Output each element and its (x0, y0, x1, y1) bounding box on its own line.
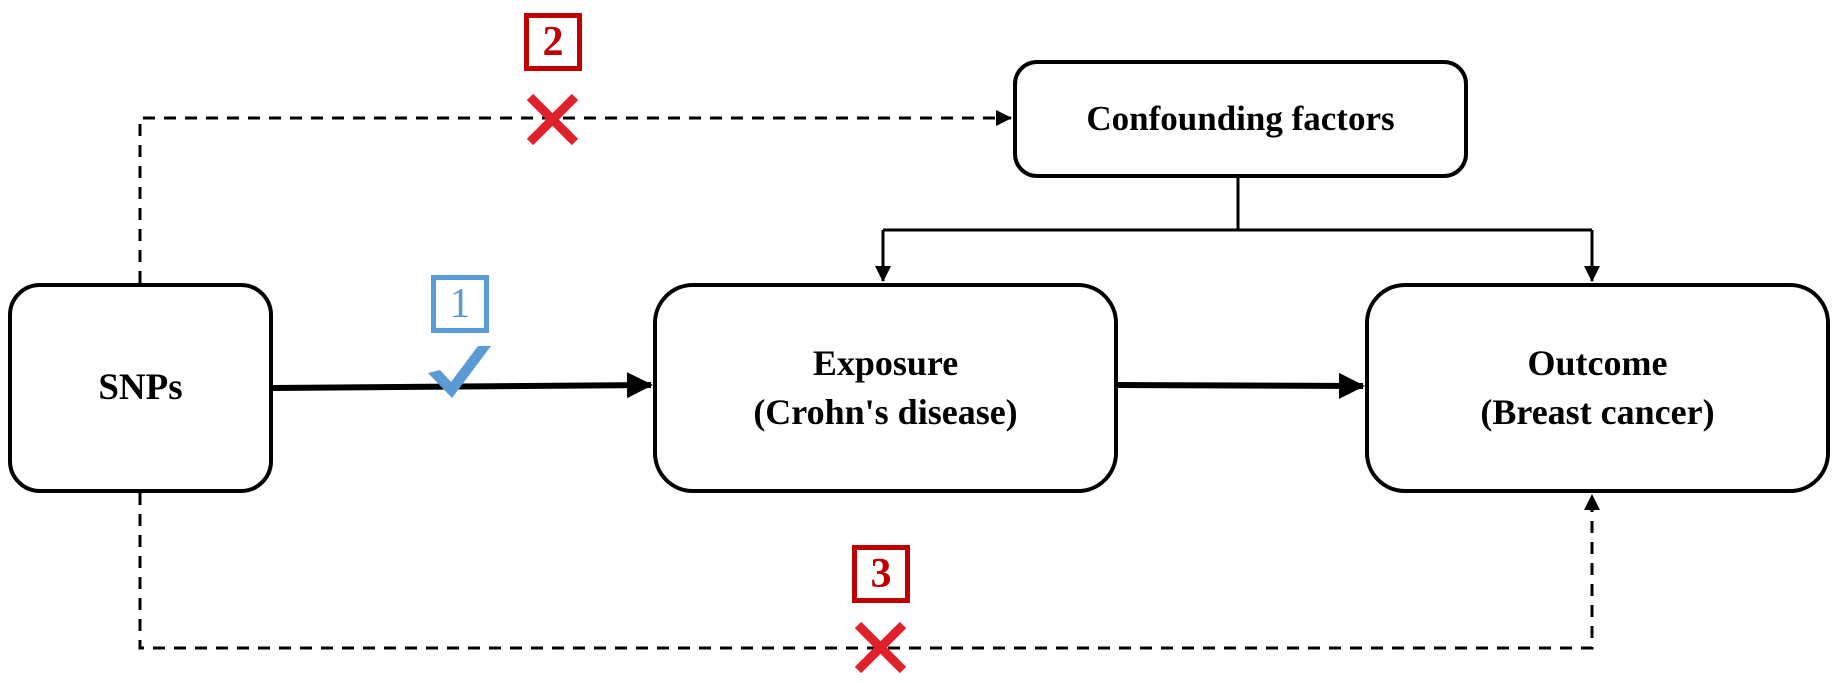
arrow-snps-to-exposure (272, 372, 653, 399)
check-icon (428, 346, 491, 398)
node-confounding-factors: Confounding factors (1013, 60, 1468, 178)
arrow-exposure-to-outcome (1117, 372, 1365, 399)
assumption-3-badge: 3 (852, 545, 910, 603)
node-exposure-subtitle: (Crohn's disease) (753, 392, 1018, 432)
arrow-snps-to-outcome (138, 493, 1600, 650)
arrow-snps-to-confounding (138, 110, 1012, 283)
node-exposure-title: Exposure (812, 343, 959, 384)
node-confounding-label: Confounding factors (1086, 99, 1395, 139)
node-outcome-subtitle: (Breast cancer) (1480, 392, 1715, 432)
cross-icon (526, 93, 579, 146)
assumption-1-badge: 1 (431, 275, 489, 333)
node-snps: SNPs (8, 283, 273, 493)
node-outcome: Outcome (Breast cancer) (1365, 283, 1830, 493)
node-outcome-title: Outcome (1527, 343, 1668, 384)
assumption-2-badge: 2 (524, 13, 582, 71)
cross-icon (854, 621, 907, 674)
node-snps-label: SNPs (98, 367, 183, 409)
node-exposure: Exposure (Crohn's disease) (653, 283, 1118, 493)
